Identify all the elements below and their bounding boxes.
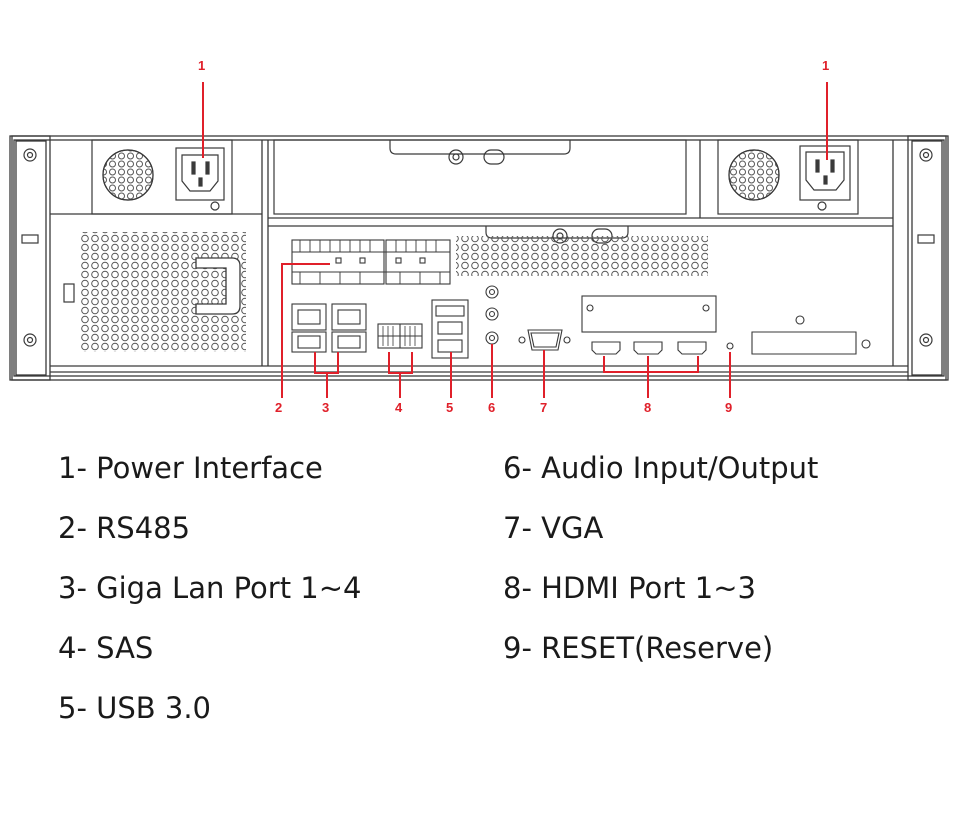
- legend-item-vga: 7- VGA: [503, 511, 604, 545]
- callout-6: 6: [488, 400, 495, 415]
- left-vent: [63, 232, 246, 352]
- callout-2: 2: [275, 400, 282, 415]
- callout-4: 4: [395, 400, 403, 415]
- legend-item-hdmi: 8- HDMI Port 1~3: [503, 571, 756, 605]
- audio-jacks: [485, 285, 499, 345]
- reset-pinhole: [726, 342, 734, 350]
- port-legend: 1- Power Interface 2- RS485 3- Giga Lan …: [0, 440, 960, 780]
- callout-lines: [202, 82, 828, 398]
- sas-ports: [377, 323, 423, 349]
- callout-1-left: 1: [198, 58, 205, 73]
- callout-5: 5: [446, 400, 453, 415]
- callout-1-right: 1: [822, 58, 829, 73]
- callout-3: 3: [322, 400, 329, 415]
- legend-item-lan: 3- Giga Lan Port 1~4: [58, 571, 362, 605]
- rear-panel-diagram: 1 1 2 3 4 5 6 7 8 9: [9, 58, 949, 415]
- lan-ports: [291, 303, 367, 353]
- psu-right: [717, 139, 859, 215]
- legend-item-rs485: 2- RS485: [58, 511, 191, 545]
- legend-item-reset: 9- RESET(Reserve): [503, 631, 774, 665]
- legend-item-audio: 6- Audio Input/Output: [503, 451, 819, 485]
- legend-item-sas: 4- SAS: [58, 631, 154, 665]
- legend-item-power: 1- Power Interface: [58, 451, 323, 485]
- expansion-slot: [751, 315, 871, 355]
- callout-9: 9: [725, 400, 732, 415]
- right-vent: [456, 236, 708, 276]
- vga-port: [518, 329, 571, 351]
- psu-left: [91, 139, 233, 215]
- callout-7: 7: [540, 400, 547, 415]
- ear-screws: [21, 148, 935, 347]
- hdmi-ports: [581, 295, 717, 355]
- callout-8: 8: [644, 400, 651, 415]
- rs485-terminal: [291, 239, 451, 285]
- legend-item-usb: 5- USB 3.0: [58, 691, 212, 725]
